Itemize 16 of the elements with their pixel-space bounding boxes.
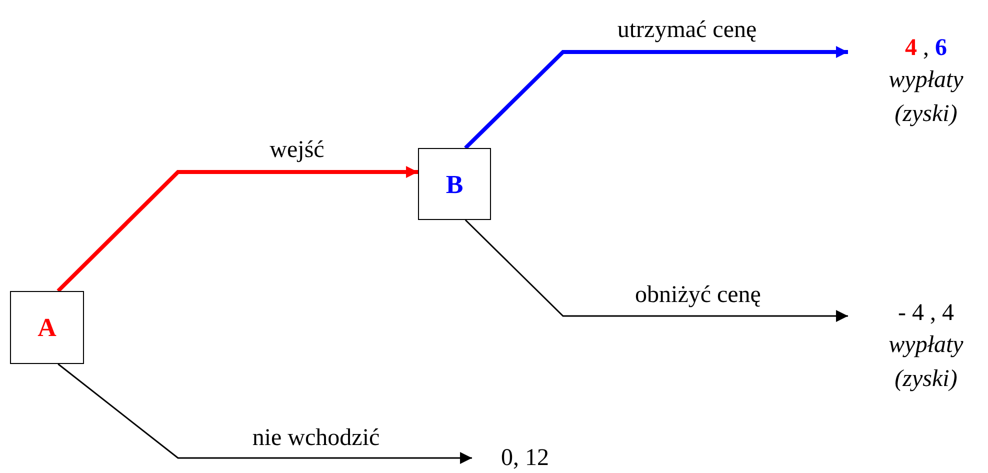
payoff-values: - 4 , 4 <box>898 299 954 328</box>
payoff-caption: wypłaty (zyski) <box>888 331 964 394</box>
payoff-values: 0, 12 <box>501 444 549 473</box>
arrow <box>464 46 848 150</box>
payoff-caption: wypłaty (zyski) <box>888 66 964 129</box>
edge-label: utrzymać cenę <box>617 18 757 42</box>
arrow <box>56 166 418 292</box>
payoff-values: 4 , 6 <box>905 34 947 63</box>
edge-label: obniżyć cenę <box>635 283 761 307</box>
arrow <box>464 219 848 322</box>
player-label: B <box>446 168 464 200</box>
decision-box <box>10 291 84 364</box>
decision-box <box>418 148 491 220</box>
player-label: A <box>38 312 56 344</box>
edge-label: wejść <box>270 138 324 162</box>
arrow <box>58 363 472 464</box>
